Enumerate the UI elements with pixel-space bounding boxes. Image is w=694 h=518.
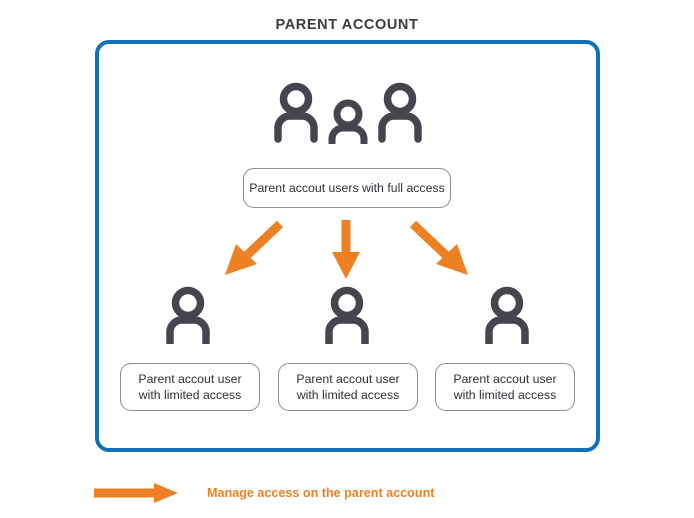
limited-access-label-text: Parent accout user with limited access: [138, 371, 241, 403]
limited-access-label-box: Parent accout user with limited access: [278, 363, 418, 411]
child-icons-row: [95, 286, 600, 347]
arrow-right-icon: [92, 482, 184, 504]
person-icon: [477, 286, 537, 347]
limited-access-label-box: Parent accout user with limited access: [435, 363, 575, 411]
full-access-label-text: Parent accout users with full access: [249, 180, 445, 195]
person-icon-svg: [485, 286, 529, 347]
label-line-2: with limited access: [453, 388, 557, 402]
limited-access-label-box: Parent accout user with limited access: [120, 363, 260, 411]
legend-label: Manage access on the parent account: [207, 486, 435, 500]
limited-access-label-text: Parent accout user with limited access: [296, 371, 399, 403]
label-line-2: with limited access: [138, 388, 242, 402]
arrow-right-icon-svg: [94, 483, 178, 503]
people-group-icon-svg: [274, 82, 422, 152]
limited-access-label-text: Parent accout user with limited access: [453, 371, 556, 403]
label-line-1: Parent accout user: [138, 371, 242, 386]
person-icon-svg: [325, 286, 369, 347]
page-title: PARENT ACCOUNT: [275, 17, 419, 33]
people-group-icon: [268, 82, 428, 152]
legend: Manage access on the parent account: [92, 481, 512, 505]
person-icon: [158, 286, 218, 347]
person-icon-svg: [166, 286, 210, 347]
full-access-label-box: Parent accout users with full access: [243, 168, 451, 208]
label-line-2: with limited access: [296, 388, 400, 402]
label-line-1: Parent accout user: [453, 371, 557, 386]
person-icon: [317, 286, 377, 347]
label-line-1: Parent accout user: [296, 371, 400, 386]
